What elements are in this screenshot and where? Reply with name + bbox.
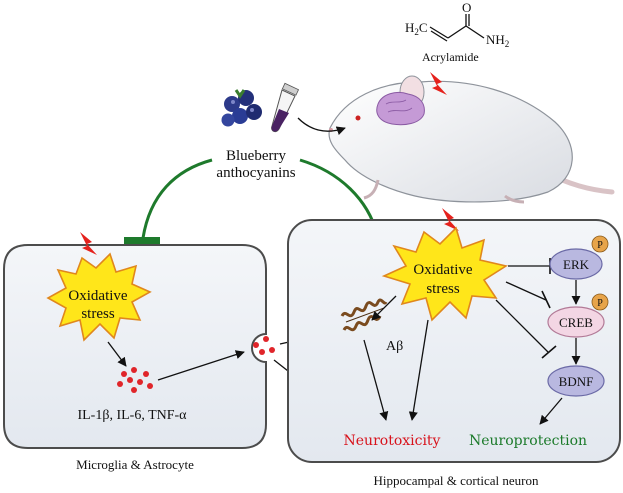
inhibit-bar-left bbox=[124, 237, 160, 245]
arrow-to-rat bbox=[297, 117, 346, 136]
arrow-ox-to-cytokine bbox=[107, 341, 127, 367]
microglia-oxidative-line2: stress bbox=[81, 306, 114, 322]
arrow-ox-to-abeta bbox=[371, 295, 397, 321]
sample-tube-icon bbox=[271, 82, 300, 133]
creb-node: CREB bbox=[547, 306, 605, 338]
neuron-oxidative-starburst bbox=[381, 226, 509, 322]
arrow-cytokine-to-release bbox=[157, 350, 245, 381]
creb-phospho-label: P bbox=[597, 298, 603, 309]
inhibit-arc-left bbox=[141, 158, 213, 239]
erk-label: ERK bbox=[563, 257, 590, 272]
rat-lightning-icon bbox=[430, 72, 447, 95]
cytokine-label: IL-1β, IL-6, TNF-α bbox=[77, 408, 187, 423]
chem-h2c-label: H2C bbox=[405, 20, 428, 37]
rat-illustration bbox=[328, 75, 615, 204]
bdnf-label: BDNF bbox=[559, 374, 594, 389]
arrow-bdnf-to-neuroprotection bbox=[539, 397, 563, 425]
neuron-lightning-icon bbox=[442, 208, 459, 231]
blueberry-icon bbox=[221, 89, 262, 127]
microglia-caption: Microglia & Astrocyte bbox=[76, 457, 194, 472]
cytokine-dots-icon bbox=[117, 367, 153, 393]
neurotoxicity-label: Neurotoxicity bbox=[344, 433, 441, 449]
intervention-line1: Blueberry bbox=[226, 148, 286, 164]
chem-oxygen-label: O bbox=[462, 0, 471, 15]
creb-phospho-badge: P bbox=[591, 293, 609, 311]
microglia-lightning-icon bbox=[80, 232, 97, 255]
erk-phospho-badge: P bbox=[591, 235, 609, 253]
microglia-oxidative-starburst bbox=[46, 252, 152, 342]
microglia-oxidative-line1: Oxidative bbox=[68, 288, 127, 304]
chem-nh2-label: NH2 bbox=[486, 32, 509, 49]
arrow-ox-to-neurotoxicity bbox=[408, 319, 429, 421]
erk-node: ERK bbox=[549, 248, 603, 280]
bdnf-node: BDNF bbox=[547, 365, 605, 397]
neuron-oxidative-line1: Oxidative bbox=[413, 262, 472, 278]
acrylamide-structure: H2C O NH2 Acrylamide bbox=[405, 0, 509, 64]
released-cytokine-dots-icon bbox=[253, 336, 275, 355]
arrow-abeta-to-neurotoxicity bbox=[363, 339, 389, 421]
acrylamide-label: Acrylamide bbox=[422, 50, 479, 64]
intervention-line2: anthocyanins bbox=[216, 165, 295, 181]
neuroprotection-label: Neuroprotection bbox=[469, 433, 587, 449]
erk-phospho-label: P bbox=[597, 240, 603, 251]
neuron-cell bbox=[287, 219, 621, 463]
abeta-label: Aβ bbox=[386, 339, 403, 354]
neuron-caption: Hippocampal & cortical neuron bbox=[374, 473, 539, 488]
neuron-oxidative-line2: stress bbox=[426, 281, 459, 297]
inhibit-line-ox-creb bbox=[505, 281, 547, 301]
creb-label: CREB bbox=[559, 315, 593, 330]
inhibit-line-ox-bdnf bbox=[495, 299, 549, 353]
